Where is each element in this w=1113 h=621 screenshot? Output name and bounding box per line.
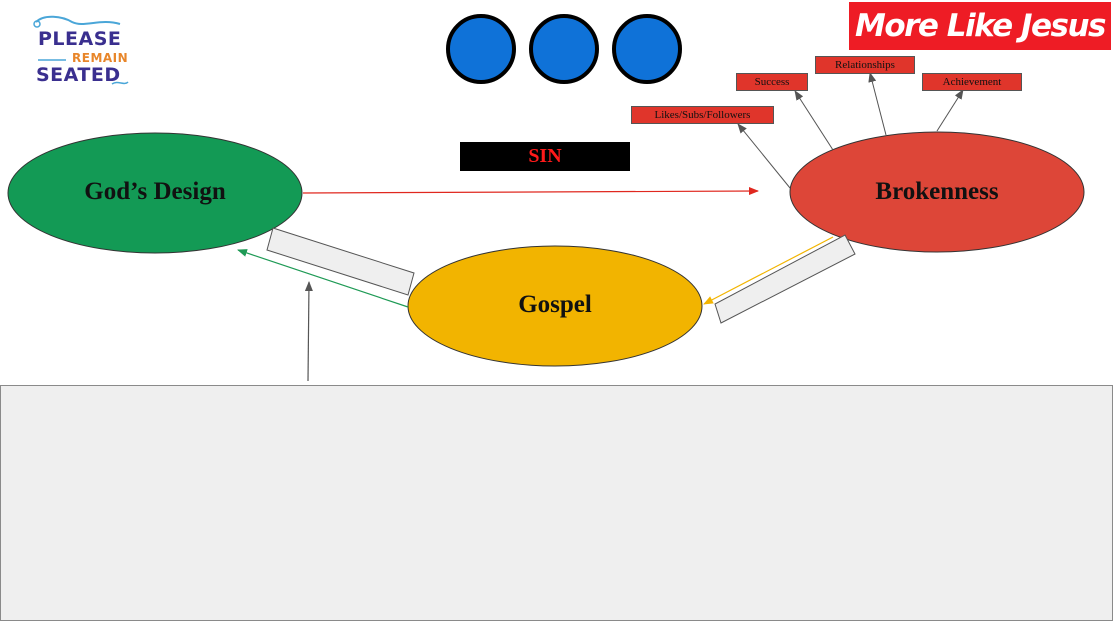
gods-design-label: God’s Design xyxy=(84,178,226,205)
please-remain-seated-logo: PLEASE REMAIN SEATED xyxy=(32,14,132,98)
logo-line-seated: SEATED xyxy=(36,64,121,86)
blue-dot-2 xyxy=(529,14,599,84)
gospel-ellipse xyxy=(407,245,703,367)
sin-arrow xyxy=(302,187,759,196)
tag-likes-subs-followers: Likes/Subs/Followers xyxy=(631,106,774,124)
left-slanted-bar xyxy=(266,227,415,296)
tag-achievement: Achievement xyxy=(922,73,1022,91)
sin-label: SIN xyxy=(460,142,630,171)
bottom-content-panel xyxy=(0,385,1113,621)
arrow-to-success xyxy=(794,90,834,151)
arrow-to-achievement xyxy=(936,89,964,132)
tag-relationships: Relationships xyxy=(815,56,915,74)
brokenness-label: Brokenness xyxy=(875,178,999,205)
blue-dot-3 xyxy=(612,14,682,84)
gods-design-ellipse xyxy=(7,132,303,254)
arrow-to-likes xyxy=(737,123,791,189)
brokenness-ellipse xyxy=(789,131,1085,253)
logo-swirl-icon xyxy=(33,15,129,85)
logo-line-remain: REMAIN xyxy=(72,51,129,65)
brokenness-to-gospel-arrow xyxy=(703,236,834,305)
gospel-label: Gospel xyxy=(518,291,592,318)
right-slanted-bar xyxy=(714,234,856,324)
gospel-to-design-arrow xyxy=(237,249,409,308)
more-like-jesus-banner: More Like Jesus xyxy=(849,2,1111,50)
arrow-to-relationships xyxy=(868,72,887,136)
blue-dot-1 xyxy=(446,14,516,84)
up-arrow xyxy=(304,281,313,382)
logo-line-please: PLEASE xyxy=(38,28,122,50)
tag-success: Success xyxy=(736,73,808,91)
